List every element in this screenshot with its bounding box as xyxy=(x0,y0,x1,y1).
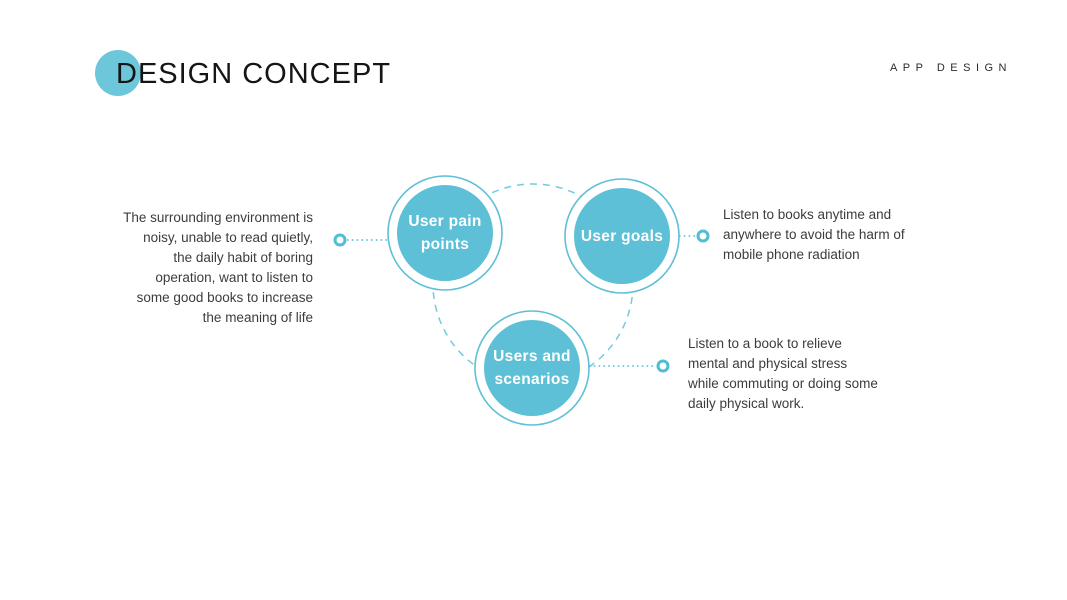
page-title: DESIGN CONCEPT xyxy=(116,58,392,90)
connector-ring-scenarios xyxy=(656,359,670,373)
node-label-pain: User pain points xyxy=(408,213,482,253)
node-label-goals: User goals xyxy=(580,227,664,245)
node-description-goals: Listen to books anytime and anywhere to … xyxy=(723,207,905,262)
title-accent-circle xyxy=(95,50,141,96)
node-circle-scenarios xyxy=(484,320,580,416)
node-label-scenarios: Users and scenarios xyxy=(493,348,571,388)
corner-tag: APP DESIGN xyxy=(889,62,1012,74)
connector-ring-goals xyxy=(696,229,710,243)
node-circle-pain xyxy=(397,185,493,281)
node-description-scenarios: Listen to a book to relieve mental and p… xyxy=(688,336,878,411)
connector-ring-pain xyxy=(333,233,347,247)
node-description-pain: The surrounding environment is noisy, un… xyxy=(123,210,313,325)
node-circle-goals xyxy=(574,188,670,284)
